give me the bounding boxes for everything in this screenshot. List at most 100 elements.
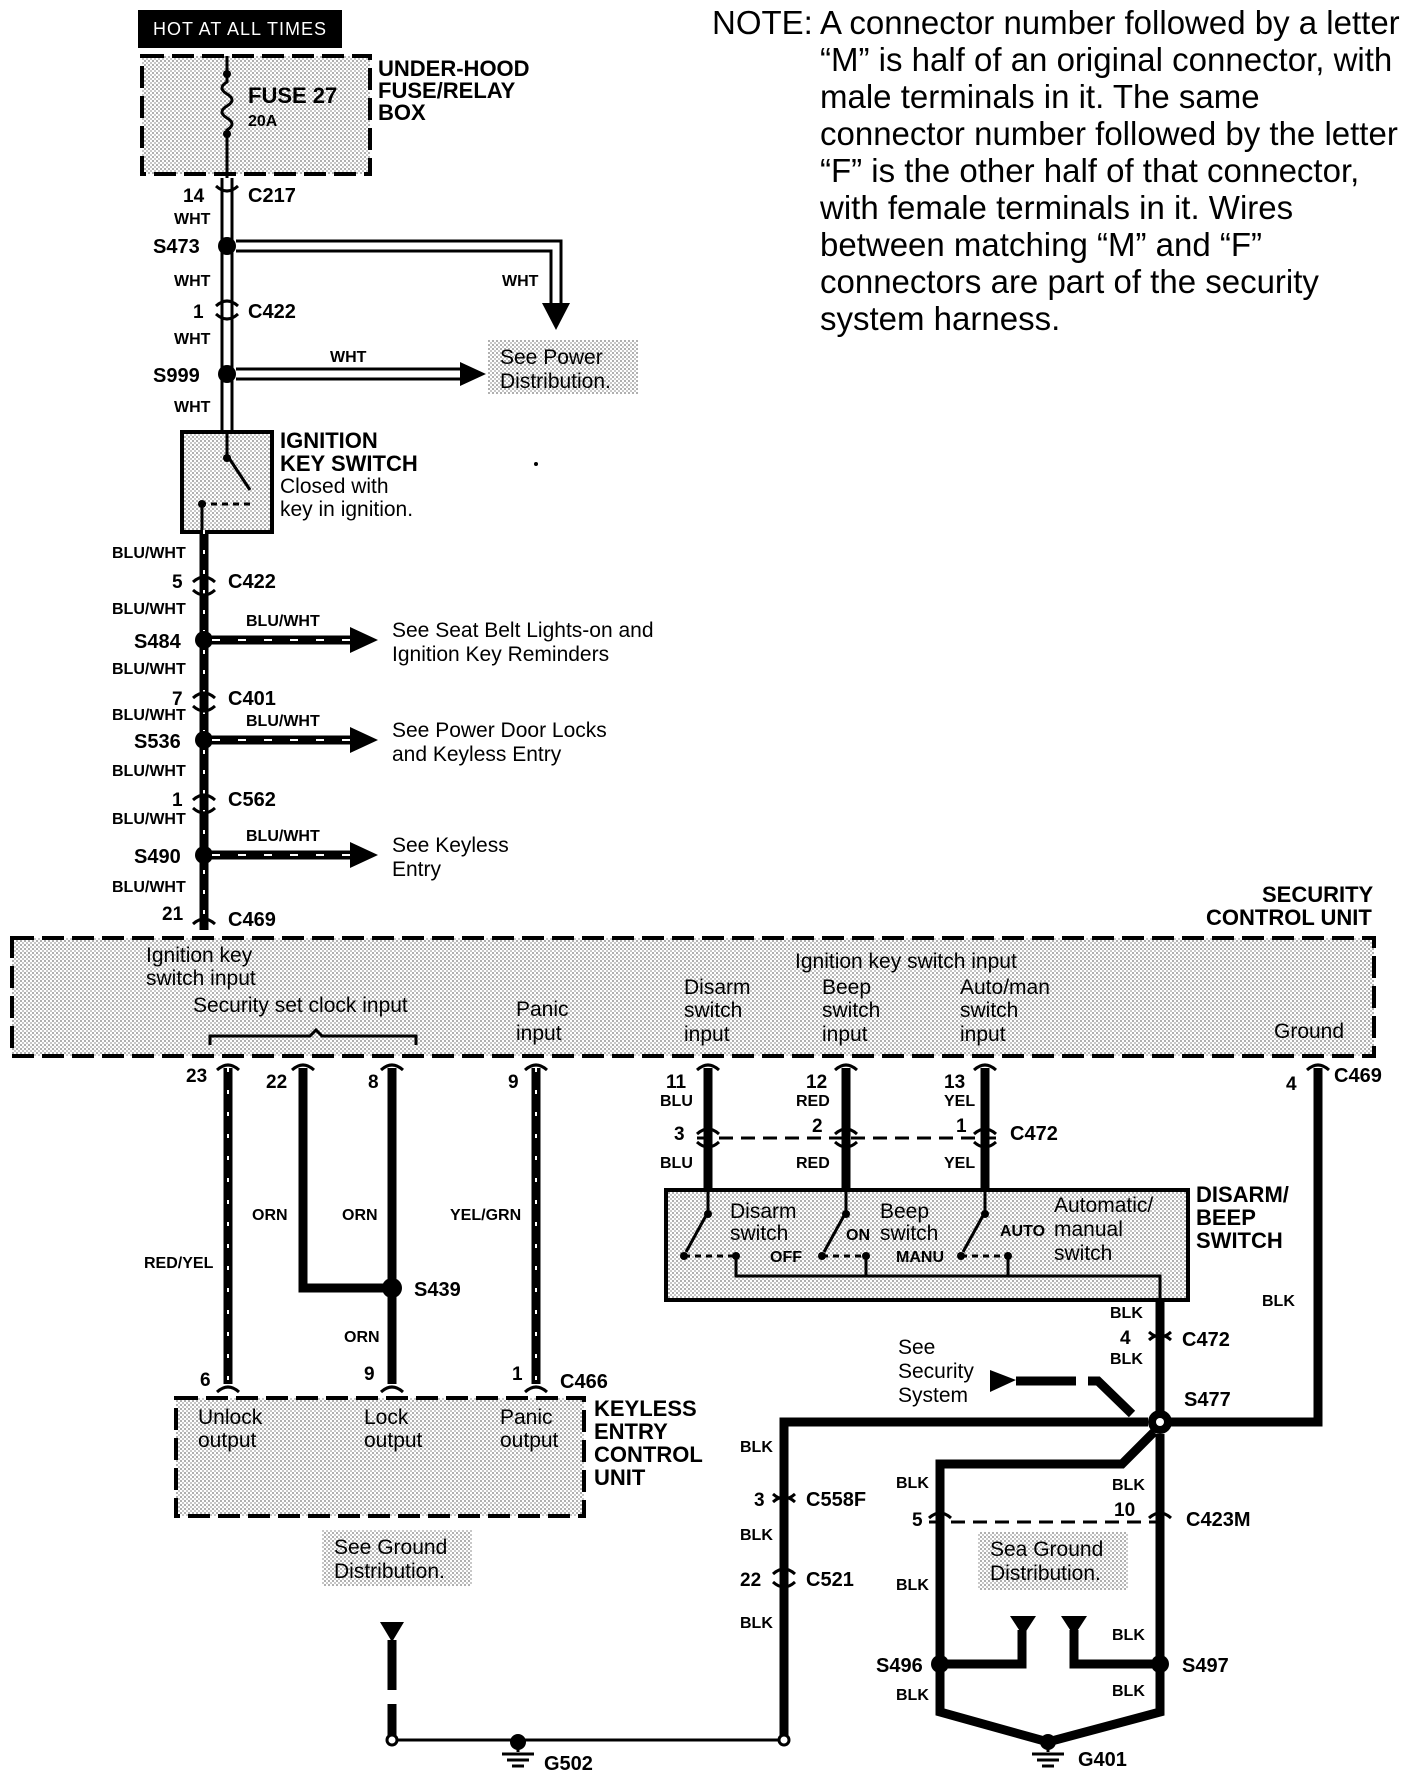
input-ground: Ground	[1274, 1020, 1344, 1043]
pin-4-c472: 4	[1120, 1328, 1131, 1349]
wire-g401	[935, 1668, 1165, 1747]
ignition-switch-pivot	[223, 454, 231, 462]
security-unit-title-2: CONTROL UNIT	[1206, 905, 1372, 930]
keyless-unit-title-3: CONTROL	[594, 1442, 703, 1467]
connector-c422b-symbol	[191, 575, 217, 597]
connector-c472-bottom: C472	[1182, 1329, 1230, 1351]
connector-c401: C401	[228, 688, 276, 710]
ref-ground1-1: See Ground	[334, 1536, 447, 1559]
disarm-switch-title-2: BEEP	[1196, 1205, 1256, 1230]
wire-bluwht-6: BLU/WHT	[112, 811, 186, 828]
connector-c422a-symbol	[214, 299, 240, 321]
splice-s490-label: S490	[134, 846, 181, 868]
pin-3-c558f: 3	[754, 1490, 765, 1511]
input-ignition-switch: Ignition key switch input	[795, 950, 1017, 973]
wire-orn-22	[298, 1068, 385, 1293]
wire-blk-c423m-5	[935, 1428, 1158, 1670]
wire-orn-label-1: ORN	[252, 1207, 288, 1224]
pin-9: 9	[508, 1072, 519, 1093]
wire-bluwht-s490: BLU/WHT	[246, 828, 320, 845]
wire-bluwht-3: BLU/WHT	[112, 661, 186, 678]
input-automan-3: input	[960, 1023, 1006, 1046]
pin-6-c466: 6	[200, 1370, 211, 1391]
output-unlock-1: Unlock	[198, 1406, 263, 1429]
input-automan-1: Auto/man	[960, 976, 1050, 999]
pin-2-c472: 2	[812, 1116, 823, 1137]
ref-ground1-box	[322, 1530, 472, 1586]
switch-pos-off: OFF	[770, 1249, 802, 1266]
ref-ground2-2: Distribution.	[990, 1562, 1101, 1585]
g502-node-left	[385, 1733, 399, 1747]
disarm-switch-title-3: SWITCH	[1196, 1228, 1283, 1253]
input-ignition-key-2: switch input	[146, 967, 256, 990]
wire-bluwht-1: BLU/WHT	[112, 545, 186, 562]
output-unlock-2: output	[198, 1429, 257, 1452]
switch-pos-auto: AUTO	[1000, 1223, 1045, 1240]
output-lock-2: output	[364, 1429, 423, 1452]
pin-11: 11	[666, 1072, 687, 1093]
splice-s477-label: S477	[1184, 1389, 1231, 1411]
wire-s496-stub	[948, 1630, 1027, 1669]
ignition-switch-desc-1: Closed with	[280, 475, 389, 498]
splice-s496	[931, 1655, 949, 1673]
wire-blu-label-2: BLU	[660, 1155, 693, 1172]
ref-power-box	[488, 340, 638, 394]
splice-s536	[195, 731, 213, 749]
wire-red-label-2: RED	[796, 1155, 830, 1172]
connector-c521-symbol	[771, 1567, 797, 1589]
auto-switch-label-3: switch	[1054, 1242, 1112, 1265]
wire-s497-stub	[1069, 1630, 1152, 1669]
ref-ground1-2: Distribution.	[334, 1560, 445, 1583]
pin-3-c472: 3	[674, 1124, 685, 1145]
wire-blk-label-7: BLK	[896, 1475, 929, 1492]
wire-blk-label-6: BLK	[740, 1615, 773, 1632]
pin-14: 14	[183, 186, 205, 207]
ignition-switch-title-1: IGNITION	[280, 428, 378, 453]
hot-at-all-times-label: HOT AT ALL TIMES	[138, 10, 342, 48]
wire-wht-3: WHT	[174, 331, 211, 348]
c472-pin-caps	[695, 1127, 998, 1149]
ref-doorlocks-2: and Keyless Entry	[392, 743, 562, 766]
input-disarm-1: Disarm	[684, 976, 751, 999]
pin-7-c401: 7	[172, 689, 183, 710]
wire-blu-label-1: BLU	[660, 1093, 693, 1110]
pin-5-c422: 5	[172, 572, 183, 593]
bluwht-branch-s536	[212, 727, 378, 753]
auto-switch-label-2: manual	[1054, 1218, 1123, 1241]
wire-blk-label-1: BLK	[1110, 1305, 1143, 1322]
fuse-box-title-3: BOX	[378, 100, 426, 125]
pin-10-c423m: 10	[1114, 1500, 1135, 1521]
splice-s439	[382, 1278, 402, 1298]
wire-blk-label-2: BLK	[1110, 1351, 1143, 1368]
wire-bluwht-7: BLU/WHT	[112, 879, 186, 896]
switch-pos-on: ON	[846, 1227, 870, 1244]
ignition-switch-desc-2: key in ignition.	[280, 498, 413, 521]
connector-c401-symbol	[191, 691, 217, 713]
keyless-unit-title-1: KEYLESS	[594, 1396, 697, 1421]
bluwht-branch-s484	[212, 627, 378, 653]
disarm-switch-title-1: DISARM/	[1196, 1182, 1289, 1207]
fuse-label: FUSE 27	[248, 83, 337, 108]
connector-c558f: C558F	[806, 1489, 866, 1511]
connector-c521: C521	[806, 1569, 854, 1591]
pin-1-c472: 1	[956, 1116, 967, 1137]
output-panic-1: Panic	[500, 1406, 553, 1429]
wire-blk-label-3: BLK	[1262, 1293, 1295, 1310]
wire-blk-label-12: BLK	[1112, 1683, 1145, 1700]
splice-s484-label: S484	[134, 631, 182, 653]
connector-c562: C562	[228, 789, 276, 811]
input-disarm-2: switch	[684, 999, 742, 1022]
pin-9-c466: 9	[364, 1364, 375, 1385]
connector-c472-top: C472	[1010, 1123, 1058, 1145]
splice-s999	[218, 365, 236, 383]
wire-blk-label-9: BLK	[896, 1577, 929, 1594]
connector-c423m: C423M	[1186, 1509, 1250, 1531]
keyless-entry-control-unit	[174, 1396, 586, 1518]
wire-blk-label-10: BLK	[1112, 1627, 1145, 1644]
wire-wht-branch: WHT	[502, 273, 539, 290]
pin-22: 22	[266, 1072, 287, 1093]
fuse-rating: 20A	[248, 113, 278, 130]
wire-yel-label-2: YEL	[944, 1155, 975, 1172]
input-disarm-3: input	[684, 1023, 730, 1046]
